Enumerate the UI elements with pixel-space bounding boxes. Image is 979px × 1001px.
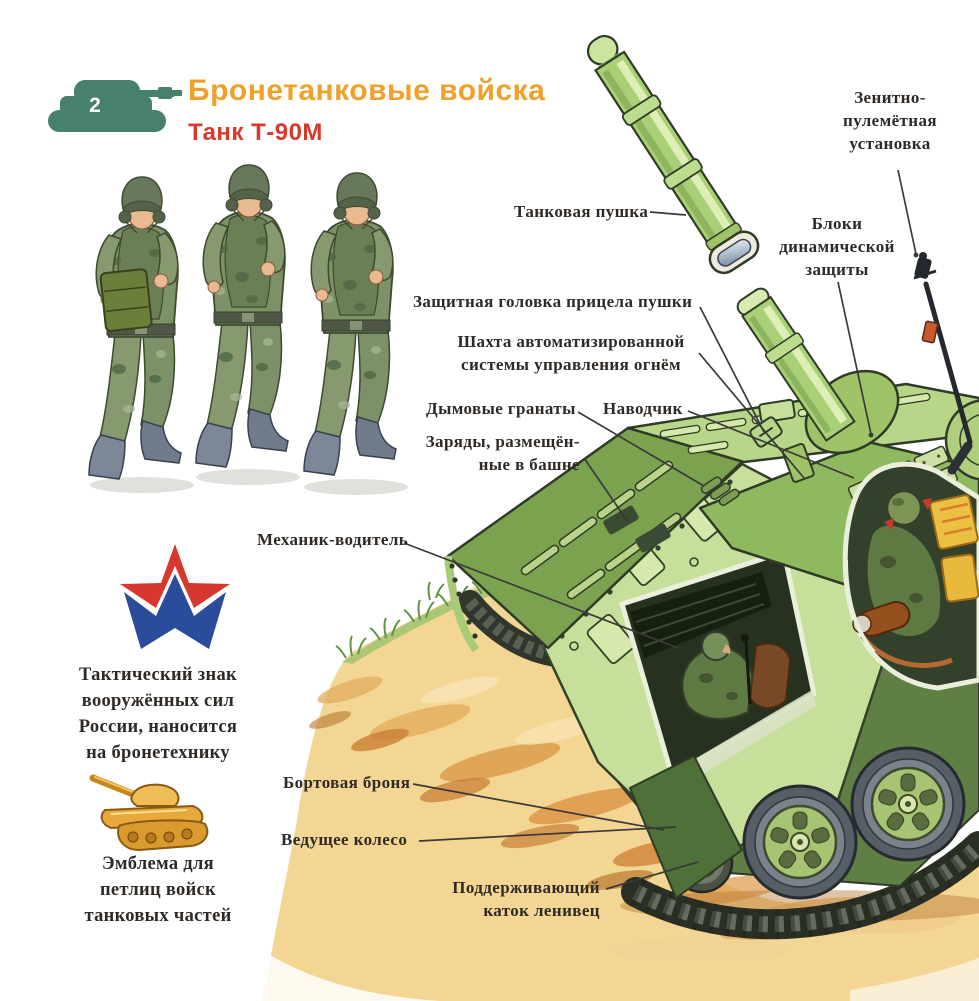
badge-number: 2 [89, 94, 101, 117]
tank-cutaway [444, 35, 979, 940]
track [621, 831, 979, 940]
road-wheel [850, 746, 966, 862]
tank-badge-icon [48, 80, 182, 132]
label-line: ные в башне [478, 455, 580, 474]
soldier [303, 172, 397, 476]
label-drive-wheel: Ведущее колесо [281, 830, 408, 849]
label-fcs-shaft: Шахта автоматизированной системы управле… [448, 330, 694, 376]
green-case [99, 268, 153, 332]
label-aa-mount: Зенитно- пулемётная установка [828, 86, 952, 155]
label-line: Поддерживающий [452, 878, 600, 897]
star-emblem-caption: Тактический знак вооружённых сил России,… [58, 662, 258, 766]
label-line: Блоки [811, 214, 863, 233]
label-line: Заряды, размещён- [425, 432, 580, 451]
caption-line: вооружённых сил [81, 691, 235, 711]
label-line: динамической [779, 237, 895, 256]
label-line: Зенитно- [854, 88, 926, 107]
label-line: Шахта автоматизированной [457, 332, 685, 351]
label-side-armor: Бортовая броня [283, 773, 411, 792]
caption-line: Эмблема для [102, 854, 214, 874]
driver-figure [681, 631, 754, 720]
gunner-station [842, 461, 979, 691]
page-title: Бронетанковые войска [188, 74, 546, 107]
label-line: системы управления огнём [461, 355, 681, 374]
driver-helmet [701, 631, 731, 661]
label-sight-head: Защитная головка прицела пушки [413, 292, 693, 311]
aa-machine-gun [913, 252, 973, 475]
label-line: каток ленивец [483, 901, 600, 920]
road-wheel [742, 784, 858, 900]
gold-emblem-caption: Эмблема для петлиц войск танковых частей [58, 851, 258, 929]
top-deck [444, 426, 746, 653]
driver-seat [748, 642, 792, 709]
gold-tank-emblem-icon [89, 774, 209, 852]
label-idler-roller: Поддерживающий каток ленивец [438, 876, 600, 922]
label-driver: Механик-водитель [257, 530, 409, 549]
label-turret-charges: Заряды, размещён- ные в башне [418, 430, 580, 476]
army-star-emblem-icon [120, 544, 230, 649]
side-skirt [628, 754, 744, 900]
soldier [195, 164, 289, 468]
equipment-yellow [929, 494, 979, 603]
caption-line: России, наносится [78, 717, 238, 737]
label-dynamic-protection: Блоки динамической защиты [774, 212, 900, 281]
label-tank-gun: Танковая пушка [514, 202, 649, 221]
caption-line: танковых частей [84, 906, 232, 926]
label-line: пулемётная [843, 111, 937, 130]
label-gunner: Наводчик [603, 399, 683, 418]
caption-line: на бронетехнику [86, 743, 230, 763]
gunner-figure [852, 489, 943, 638]
label-line: защиты [805, 260, 869, 279]
smoke-grenade-tubes [700, 476, 740, 506]
caption-line: Тактический знак [78, 665, 238, 685]
control-stick [744, 641, 752, 705]
driver-compartment [619, 549, 817, 784]
soldiers-illustration [88, 164, 408, 495]
caption-line: петлиц войск [99, 880, 217, 900]
gun-barrel-lower [736, 287, 856, 442]
label-smoke-grenades: Дымовые гранаты [426, 399, 576, 418]
leader-lines [403, 169, 919, 890]
gun-barrel-upper [586, 35, 760, 275]
page-subtitle: Танк Т-90М [188, 119, 323, 146]
label-line: установка [849, 134, 931, 153]
